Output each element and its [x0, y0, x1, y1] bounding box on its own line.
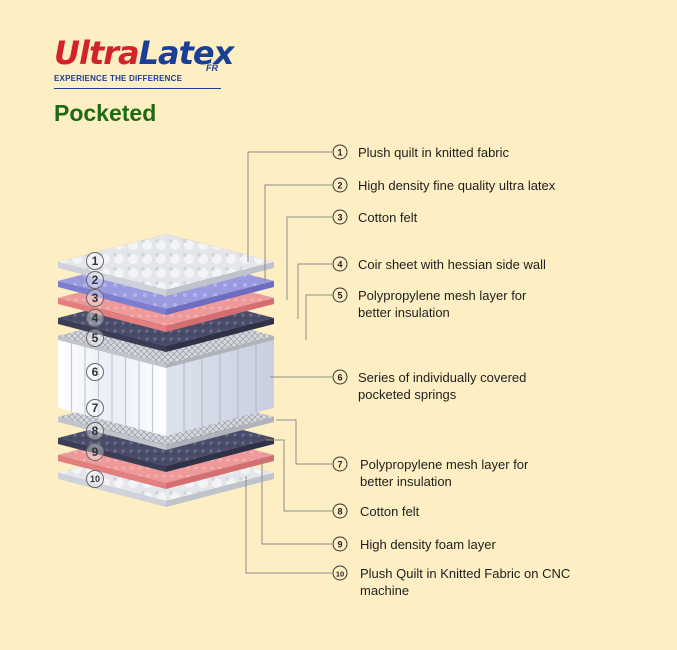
callout-number: 5: [337, 291, 342, 301]
callout-label-9: High density foam layer: [360, 537, 496, 552]
left-number-8: 8: [86, 422, 104, 440]
callout-number-circle: [332, 503, 348, 519]
callout-number-circle: [332, 287, 348, 303]
brand-tagline: EXPERIENCE THE DIFFERENCE: [54, 74, 183, 83]
leader-line-3: 3: [286, 209, 348, 300]
layer-4-coir-side-right: [166, 318, 274, 352]
callout-number-circle: [332, 177, 348, 193]
leader-path: [286, 216, 332, 300]
left-number-1: 1: [86, 252, 104, 270]
brand-name-part2: Latex: [138, 34, 235, 72]
callout-number-circle: [332, 565, 348, 581]
leader-line-1: 1: [247, 144, 348, 262]
callout-label-5: Polypropylene mesh layer for better insu…: [358, 288, 527, 320]
layer-1-quilt-top: [57, 233, 275, 291]
callout-label-8: Cotton felt: [360, 504, 420, 519]
left-number-9: 9: [86, 443, 104, 461]
callout-number-circle: [332, 456, 348, 472]
left-number-2: 2: [86, 271, 104, 289]
callout-number: 3: [337, 213, 342, 223]
layer-5-mesh-side-left: [58, 336, 166, 368]
brand-logo: UltraLatex: [54, 34, 235, 72]
left-number-10: 10: [86, 470, 104, 488]
callout-number-circle: [332, 209, 348, 225]
callout-number: 1: [337, 148, 342, 158]
callout-label-7: Polypropylene mesh layer for better insu…: [360, 457, 529, 489]
callout-label-10: Plush Quilt in Knitted Fabric on CNC mac…: [360, 566, 571, 598]
callout-number-circle: [332, 144, 348, 160]
callout-label-2: High density fine quality ultra latex: [358, 178, 556, 193]
callout-number: 2: [337, 181, 342, 191]
layer-3-felt-side-right: [166, 298, 274, 332]
callout-number: 8: [337, 507, 342, 517]
leader-path: [264, 184, 332, 282]
callout-label-3: Cotton felt: [358, 210, 418, 225]
callout-number-circle: [332, 256, 348, 272]
layer-2-latex-side-left: [58, 281, 166, 315]
layer-10-quilt-side-left: [58, 473, 166, 507]
layer-1-quilt-side-left: [58, 262, 166, 296]
callout-label-6: Series of individually covered pocketed …: [358, 370, 527, 402]
leader-path: [276, 419, 332, 465]
callout-label-1: Plush quilt in knitted fabric: [358, 145, 510, 160]
leader-line-5: 5: [305, 287, 348, 340]
layer-7-mesh-side-left: [58, 417, 166, 450]
left-number-4: 4: [86, 309, 104, 327]
leader-path: [266, 439, 332, 512]
left-number-5: 5: [86, 329, 104, 347]
callout-label-4: Coir sheet with hessian side wall: [358, 257, 546, 272]
layer-7-mesh-side-right: [166, 417, 274, 450]
leader-path: [305, 294, 332, 340]
brand-superscript: FR: [206, 63, 218, 73]
leader-line-6: 6: [270, 369, 348, 385]
layer-2-latex-side-right: [166, 281, 274, 315]
leader-line-8: 8: [266, 439, 348, 519]
leader-line-4: 4: [297, 256, 348, 319]
left-number-6: 6: [86, 363, 104, 381]
brand-name-part1: Ultra: [54, 34, 140, 72]
leader-path: [297, 263, 332, 319]
callout-number: 9: [337, 540, 342, 550]
left-number-3: 3: [86, 289, 104, 307]
callout-number: 7: [337, 460, 342, 470]
layer-10-quilt-side-right: [166, 473, 274, 507]
page-title: Pocketed: [54, 100, 157, 126]
leader-path: [245, 476, 332, 574]
callout-number: 4: [337, 260, 342, 270]
leader-line-7: 7: [276, 419, 348, 472]
layer-8-felt-side-right: [166, 438, 274, 472]
layer-9-foam-side-left: [58, 455, 166, 489]
callout-number-circle: [332, 369, 348, 385]
left-number-7: 7: [86, 399, 104, 417]
layer-6-springs: [58, 338, 274, 436]
leader-line-2: 2: [264, 177, 348, 282]
layer-9-foam-side-right: [166, 455, 274, 489]
leader-path: [261, 457, 332, 545]
leader-line-10: 10: [245, 476, 348, 581]
callout-number: 10: [336, 570, 344, 579]
leader-path: [247, 151, 332, 262]
layer-3-felt-side-left: [58, 298, 166, 332]
leader-line-9: 9: [261, 457, 348, 552]
layer-5-mesh-side-right: [166, 336, 274, 368]
layer-4-coir-side-left: [58, 318, 166, 352]
brand-divider: [54, 88, 221, 89]
callout-number: 6: [337, 373, 342, 383]
callout-number-circle: [332, 536, 348, 552]
layer-1-quilt-side-right: [166, 262, 274, 296]
layer-8-felt-side-left: [58, 438, 166, 472]
layer-1-quilt: [57, 233, 275, 296]
